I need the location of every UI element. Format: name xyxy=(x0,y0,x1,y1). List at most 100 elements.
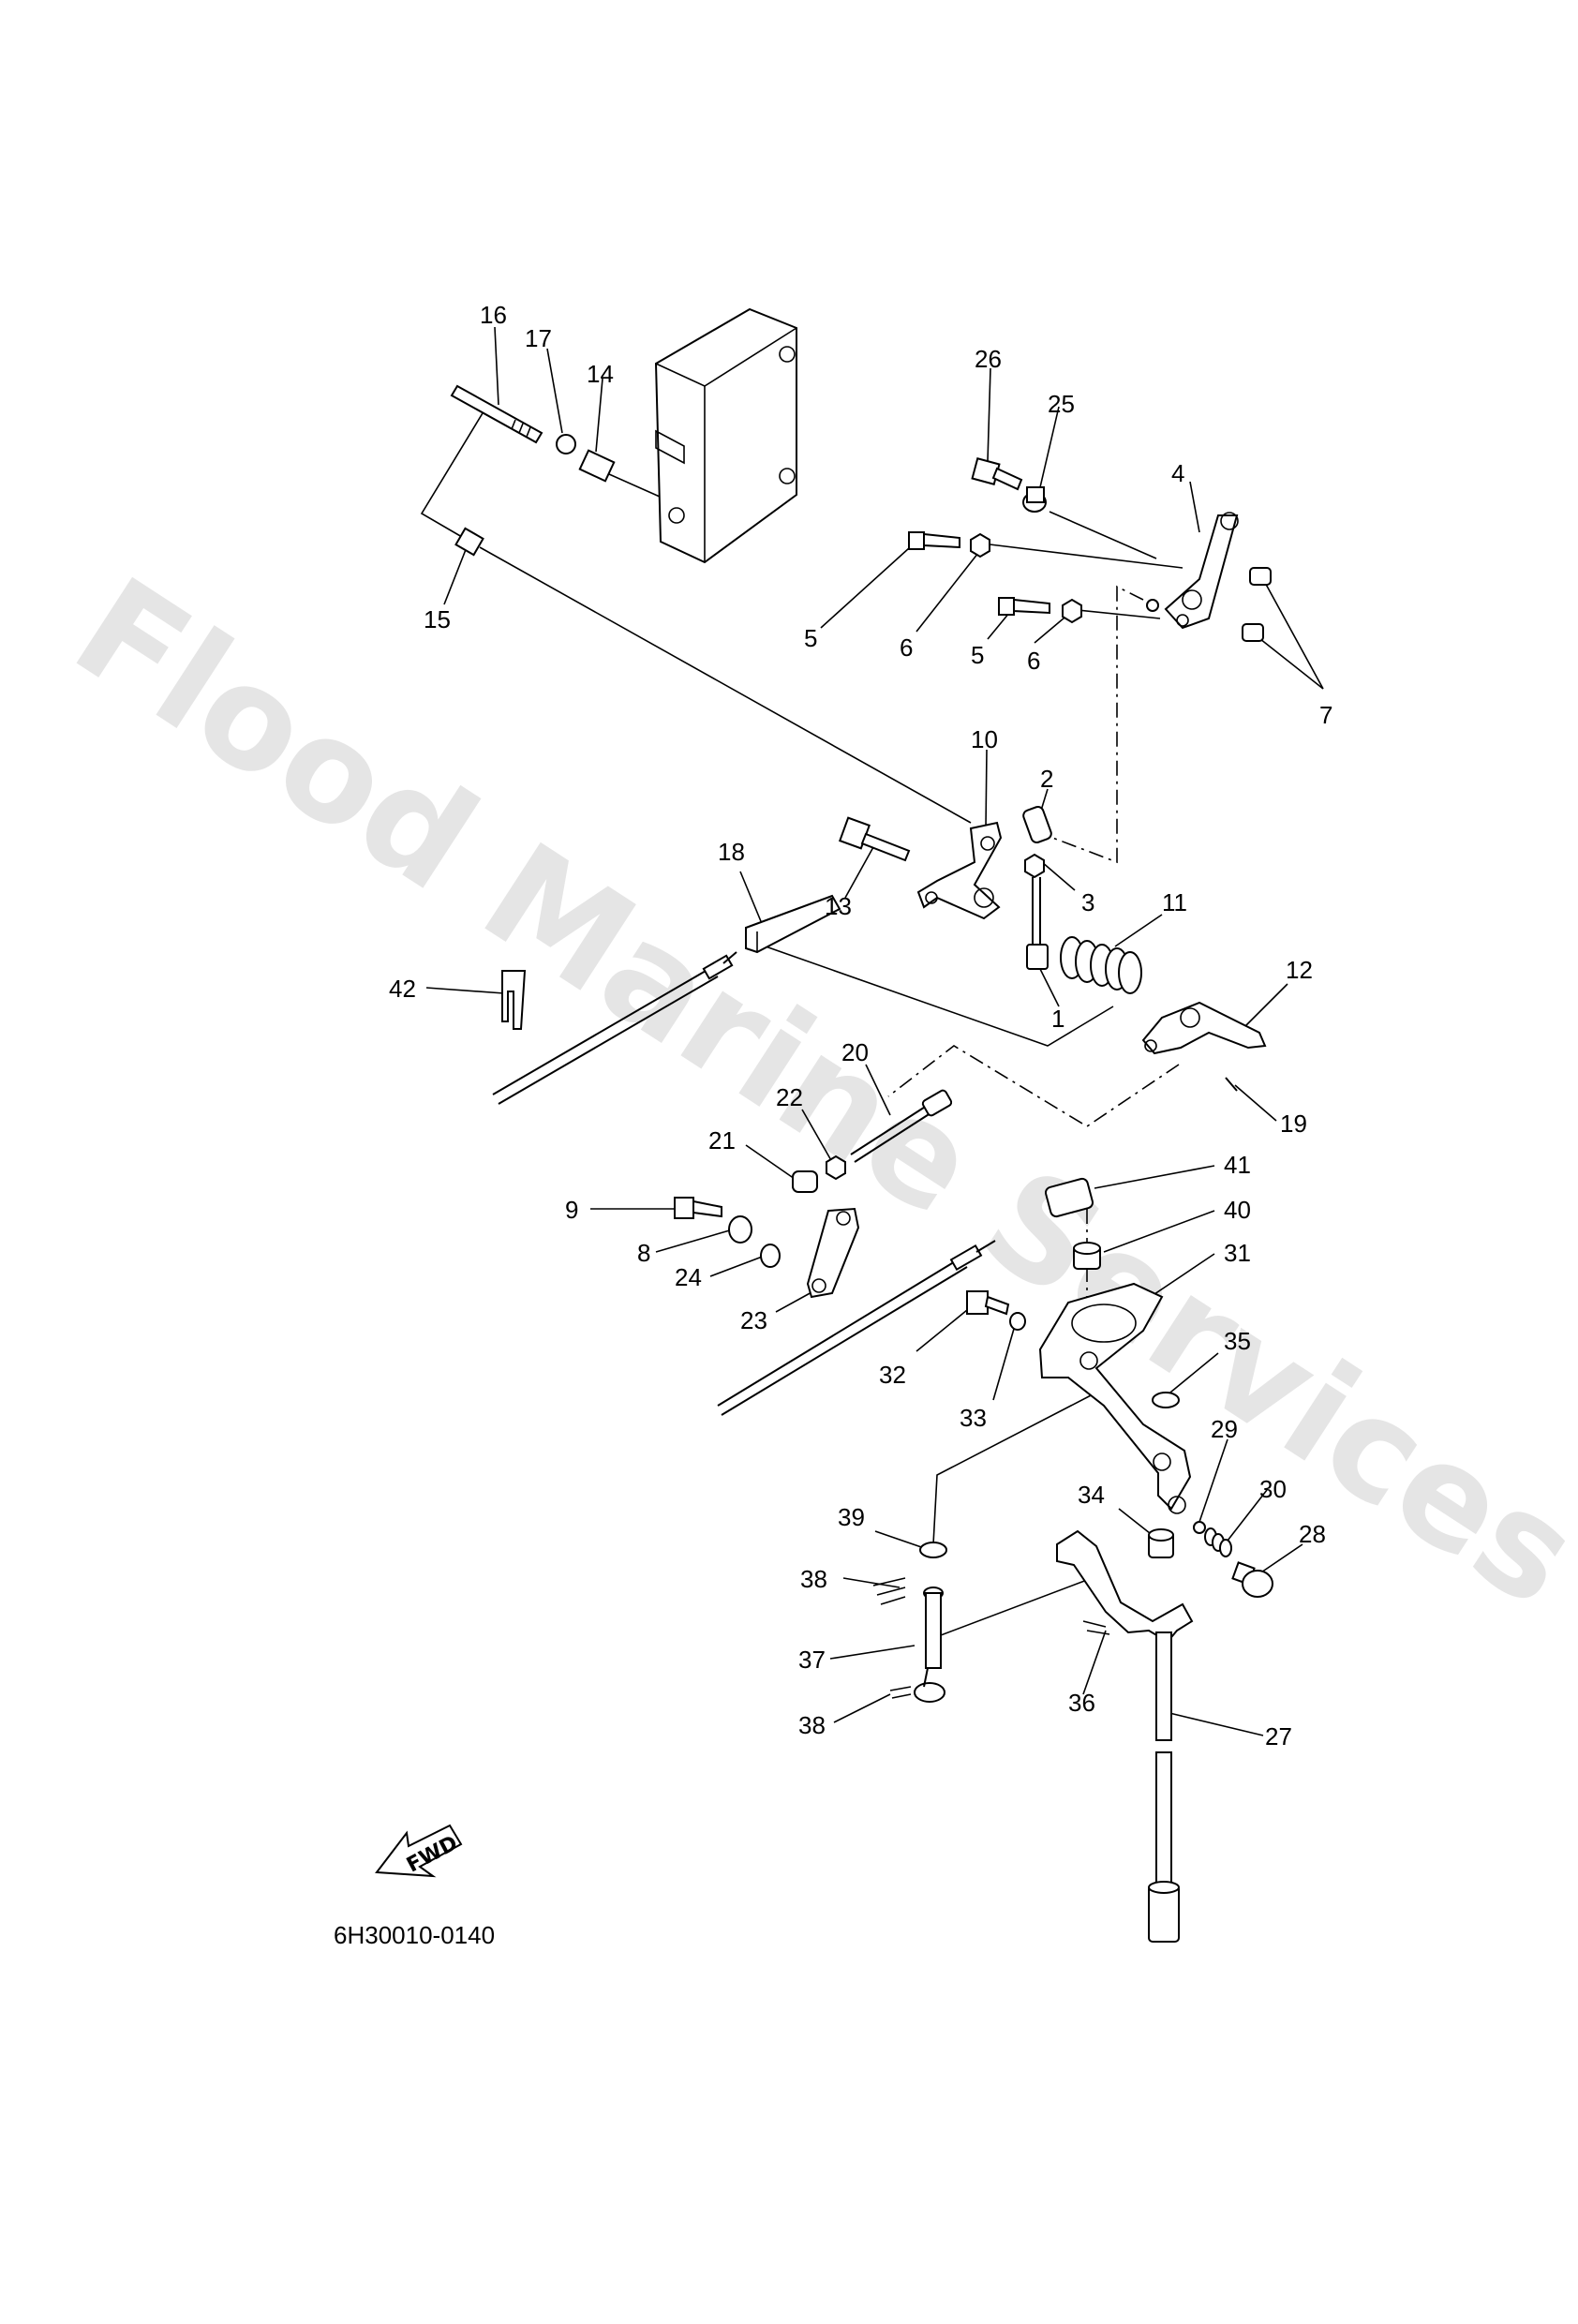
drawing-code: 6H30010-0140 xyxy=(334,1921,495,1949)
part-38-pins-upper xyxy=(872,1577,906,1605)
callout-27: 27 xyxy=(1265,1722,1292,1750)
callout-4: 4 xyxy=(1171,459,1184,487)
callout-26: 26 xyxy=(975,345,1002,373)
part-38-pin-lower xyxy=(889,1686,912,1699)
part-1-rod xyxy=(1026,877,1049,970)
callout-31: 31 xyxy=(1224,1239,1251,1267)
callout-30: 30 xyxy=(1259,1475,1287,1503)
callout-3: 3 xyxy=(1081,888,1094,916)
callout-14: 14 xyxy=(587,360,614,388)
callout-23: 23 xyxy=(740,1306,767,1334)
part-12-lever xyxy=(1141,1001,1267,1055)
part-10-lever xyxy=(916,821,1003,920)
callout-34: 34 xyxy=(1078,1481,1105,1509)
callout-28: 28 xyxy=(1299,1520,1326,1548)
part-20-rod xyxy=(850,1089,953,1163)
callout-12: 12 xyxy=(1286,956,1313,984)
part-17-nut xyxy=(556,434,576,454)
part-3-nut xyxy=(1024,853,1045,879)
callout-36: 36 xyxy=(1068,1689,1095,1717)
control-unit-box xyxy=(654,307,797,564)
callout-8: 8 xyxy=(637,1239,650,1267)
part-16-bolt xyxy=(450,384,543,444)
part-31-shift-lever xyxy=(1038,1282,1192,1514)
callout-38b: 38 xyxy=(798,1711,826,1739)
part-6-nut-a xyxy=(970,532,990,559)
part-36-pin xyxy=(1082,1620,1110,1635)
shift-cable xyxy=(717,1240,996,1416)
part-25-collar xyxy=(1022,486,1047,513)
callout-32: 32 xyxy=(879,1361,906,1389)
callout-33: 33 xyxy=(960,1404,987,1432)
callout-35: 35 xyxy=(1224,1327,1251,1355)
callout-37: 37 xyxy=(798,1646,826,1674)
part-39-washer xyxy=(919,1542,947,1558)
part-4-lever xyxy=(1146,512,1239,630)
callout-40: 40 xyxy=(1224,1196,1251,1224)
part-29-ball xyxy=(1193,1521,1206,1534)
part-34-collar xyxy=(1148,1528,1174,1558)
part-27-shift-rod xyxy=(1056,1529,1194,1943)
callout-1: 1 xyxy=(1051,1005,1064,1033)
callout-16: 16 xyxy=(480,301,507,329)
callout-22: 22 xyxy=(776,1083,803,1111)
throttle-cable xyxy=(492,951,737,1105)
callout-19: 19 xyxy=(1280,1110,1307,1138)
part-19-pin xyxy=(1225,1077,1238,1092)
part-28-plug xyxy=(1231,1561,1273,1598)
connection-lines xyxy=(420,408,1184,1639)
callout-labels: 16 17 14 15 26 25 4 5 6 5 6 7 10 2 3 18 … xyxy=(389,301,1332,1750)
callout-5a: 5 xyxy=(804,624,817,652)
part-32-bolt xyxy=(966,1290,1010,1316)
part-30-spring xyxy=(1204,1527,1232,1557)
callout-42: 42 xyxy=(389,975,416,1003)
part-8-collar xyxy=(728,1215,752,1244)
callout-7: 7 xyxy=(1319,701,1332,729)
part-33-washer xyxy=(1009,1312,1026,1331)
part-7-cap-b xyxy=(1242,623,1264,642)
part-5-bolt-a xyxy=(908,531,960,550)
callout-39: 39 xyxy=(838,1503,865,1531)
callout-20: 20 xyxy=(841,1038,869,1066)
part-26-bolt xyxy=(971,457,1023,491)
part-6-nut-b xyxy=(1062,598,1082,624)
part-22-nut xyxy=(826,1155,846,1181)
callout-38a: 38 xyxy=(800,1565,827,1593)
callout-18: 18 xyxy=(718,838,745,866)
callout-11: 11 xyxy=(1162,888,1187,916)
fwd-arrow-icon: FWD xyxy=(375,1824,463,1878)
callout-25: 25 xyxy=(1048,390,1075,418)
callout-17: 17 xyxy=(525,324,552,352)
part-24-washer xyxy=(760,1244,781,1268)
part-13-bolt xyxy=(838,816,911,862)
part-18-link xyxy=(745,894,841,954)
part-42-clip xyxy=(501,970,527,1030)
callout-6a: 6 xyxy=(900,633,913,662)
callout-2: 2 xyxy=(1040,765,1053,793)
callout-6b: 6 xyxy=(1027,647,1040,675)
part-2-stopper xyxy=(1022,806,1052,843)
watermark-text: Flood Marine Services xyxy=(47,547,1578,1638)
part-11-spring xyxy=(1060,936,1142,994)
part-14-joint xyxy=(578,449,661,498)
part-41-joint xyxy=(1044,1177,1094,1218)
callout-5b: 5 xyxy=(971,641,984,669)
part-21-joint xyxy=(792,1170,818,1193)
callout-15: 15 xyxy=(424,605,451,633)
callout-10: 10 xyxy=(971,725,998,753)
part-15-joint xyxy=(454,527,484,557)
part-37-shaft xyxy=(914,1587,945,1703)
callout-13: 13 xyxy=(825,892,852,920)
callout-24: 24 xyxy=(675,1263,702,1291)
callout-21: 21 xyxy=(708,1126,736,1155)
part-35-washer xyxy=(1152,1392,1180,1408)
callout-29: 29 xyxy=(1211,1415,1238,1443)
part-7-cap-a xyxy=(1249,567,1272,586)
callout-41: 41 xyxy=(1224,1151,1251,1179)
part-9-bolt xyxy=(674,1197,722,1219)
part-40-grommet xyxy=(1073,1242,1101,1270)
part-23-arm xyxy=(806,1207,860,1299)
callout-9: 9 xyxy=(565,1196,578,1224)
part-5-bolt-b xyxy=(998,597,1050,616)
